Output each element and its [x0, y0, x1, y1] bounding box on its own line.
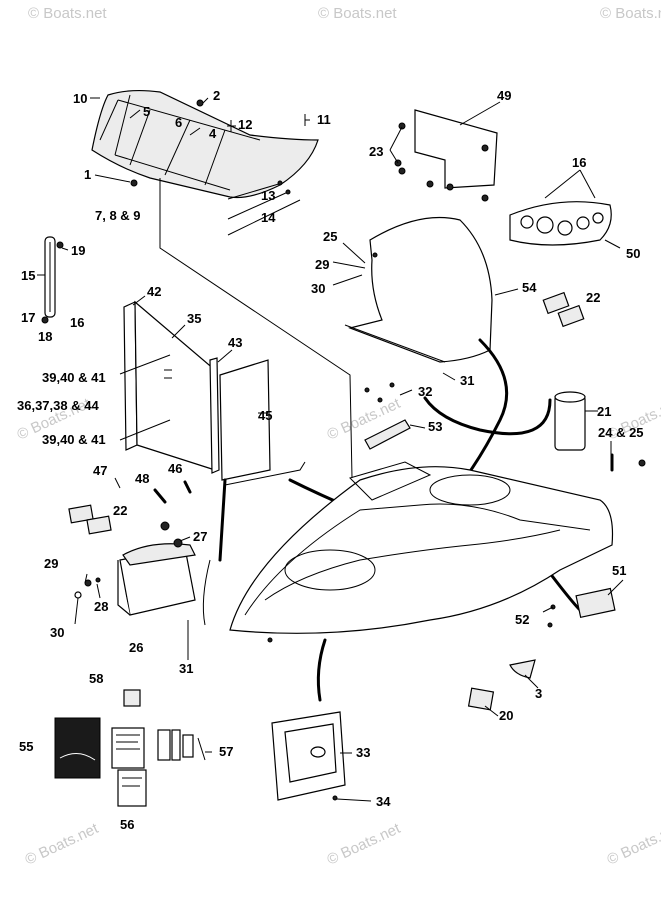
callout-12: 12	[238, 117, 252, 132]
callout-3: 3	[535, 686, 542, 701]
battery-strap	[202, 559, 211, 626]
console-part	[344, 217, 493, 363]
documents-part	[111, 727, 147, 807]
callout-19: 19	[71, 243, 85, 258]
callout-28: 28	[94, 599, 108, 614]
callout-30: 30	[50, 625, 64, 640]
callout-39-40-41: 39,40 & 41	[42, 370, 106, 385]
callout-33: 33	[356, 745, 370, 760]
callout-7-8-9: 7, 8 & 9	[95, 208, 141, 223]
callout-31: 31	[179, 661, 193, 676]
callout-13: 13	[261, 188, 275, 203]
callout-34: 34	[376, 794, 391, 809]
callout-32: 32	[418, 384, 432, 399]
callout-27: 27	[193, 529, 207, 544]
cylinder-part	[554, 391, 586, 451]
instrument-panel-part	[394, 109, 498, 202]
callout-51: 51	[612, 563, 626, 578]
callout-49: 49	[497, 88, 511, 103]
misc-hardware	[114, 477, 192, 504]
callout-58: 58	[89, 671, 103, 686]
callout-53: 53	[428, 419, 442, 434]
callout-46: 46	[168, 461, 182, 476]
callout-1: 1	[84, 167, 91, 182]
callout-48: 48	[135, 471, 149, 486]
callout-4: 4	[209, 126, 217, 141]
label-part	[123, 689, 141, 707]
callouts: 10 2 5 6 12 11 4 1 7, 8 & 9 13 14 49 23 …	[17, 88, 644, 832]
callout-22: 22	[586, 290, 600, 305]
callout-22: 22	[113, 503, 127, 518]
owners-manual-part	[54, 717, 101, 779]
callout-16: 16	[572, 155, 586, 170]
callout-6: 6	[175, 115, 182, 130]
callout-10: 10	[73, 91, 87, 106]
callout-24-25: 24 & 25	[598, 425, 644, 440]
watermark: © Boats.net	[605, 820, 661, 869]
callout-35: 35	[187, 311, 201, 326]
callout-45: 45	[258, 408, 272, 423]
callout-20: 20	[499, 708, 513, 723]
callout-31: 31	[460, 373, 474, 388]
light-part	[547, 587, 616, 628]
callout-21: 21	[597, 404, 611, 419]
windshield-part	[91, 89, 319, 199]
hatch-part	[271, 711, 346, 801]
callout-18: 18	[38, 329, 52, 344]
callout-14: 14	[261, 210, 276, 225]
callout-43: 43	[228, 335, 242, 350]
decal-part	[542, 291, 585, 328]
tool-kit-part	[157, 729, 206, 761]
grab-handle-part	[41, 236, 64, 324]
callout-42: 42	[147, 284, 161, 299]
watermark: © Boats.net	[23, 820, 102, 869]
callout-17: 17	[21, 310, 35, 325]
console-door-parts	[123, 300, 271, 481]
callout-47: 47	[93, 463, 107, 478]
callout-57: 57	[219, 744, 233, 759]
callout-30: 30	[311, 281, 325, 296]
decal-part	[68, 504, 112, 535]
callout-36-37-38-44: 36,37,38 & 44	[17, 398, 99, 413]
leader-line	[159, 178, 353, 479]
leader-lines	[37, 97, 624, 802]
watermark: © Boats.net	[318, 5, 397, 22]
callout-54: 54	[522, 280, 537, 295]
callout-2: 2	[213, 88, 220, 103]
callout-5: 5	[143, 104, 150, 119]
callout-52: 52	[515, 612, 529, 627]
grab-rail-part	[364, 382, 411, 450]
callout-26: 26	[129, 640, 143, 655]
callout-15: 15	[21, 268, 35, 283]
bracket-part	[509, 659, 536, 679]
callout-50: 50	[626, 246, 640, 261]
callout-55: 55	[19, 739, 33, 754]
callout-39-40-41: 39,40 & 41	[42, 432, 106, 447]
callout-29: 29	[44, 556, 58, 571]
gauge-cluster-part	[509, 201, 612, 246]
watermark: © Boats.net	[28, 5, 107, 22]
watermark: © Boats.net	[325, 820, 404, 869]
watermark: © Boats.net	[600, 5, 661, 22]
callout-16: 16	[70, 315, 84, 330]
boat-hull-part	[229, 461, 614, 643]
callout-11: 11	[317, 112, 331, 127]
callout-23: 23	[369, 144, 383, 159]
callout-56: 56	[120, 817, 134, 832]
callout-29: 29	[315, 257, 329, 272]
battery-box-part	[74, 521, 196, 616]
pad-part	[467, 687, 495, 711]
callout-25: 25	[323, 229, 337, 244]
